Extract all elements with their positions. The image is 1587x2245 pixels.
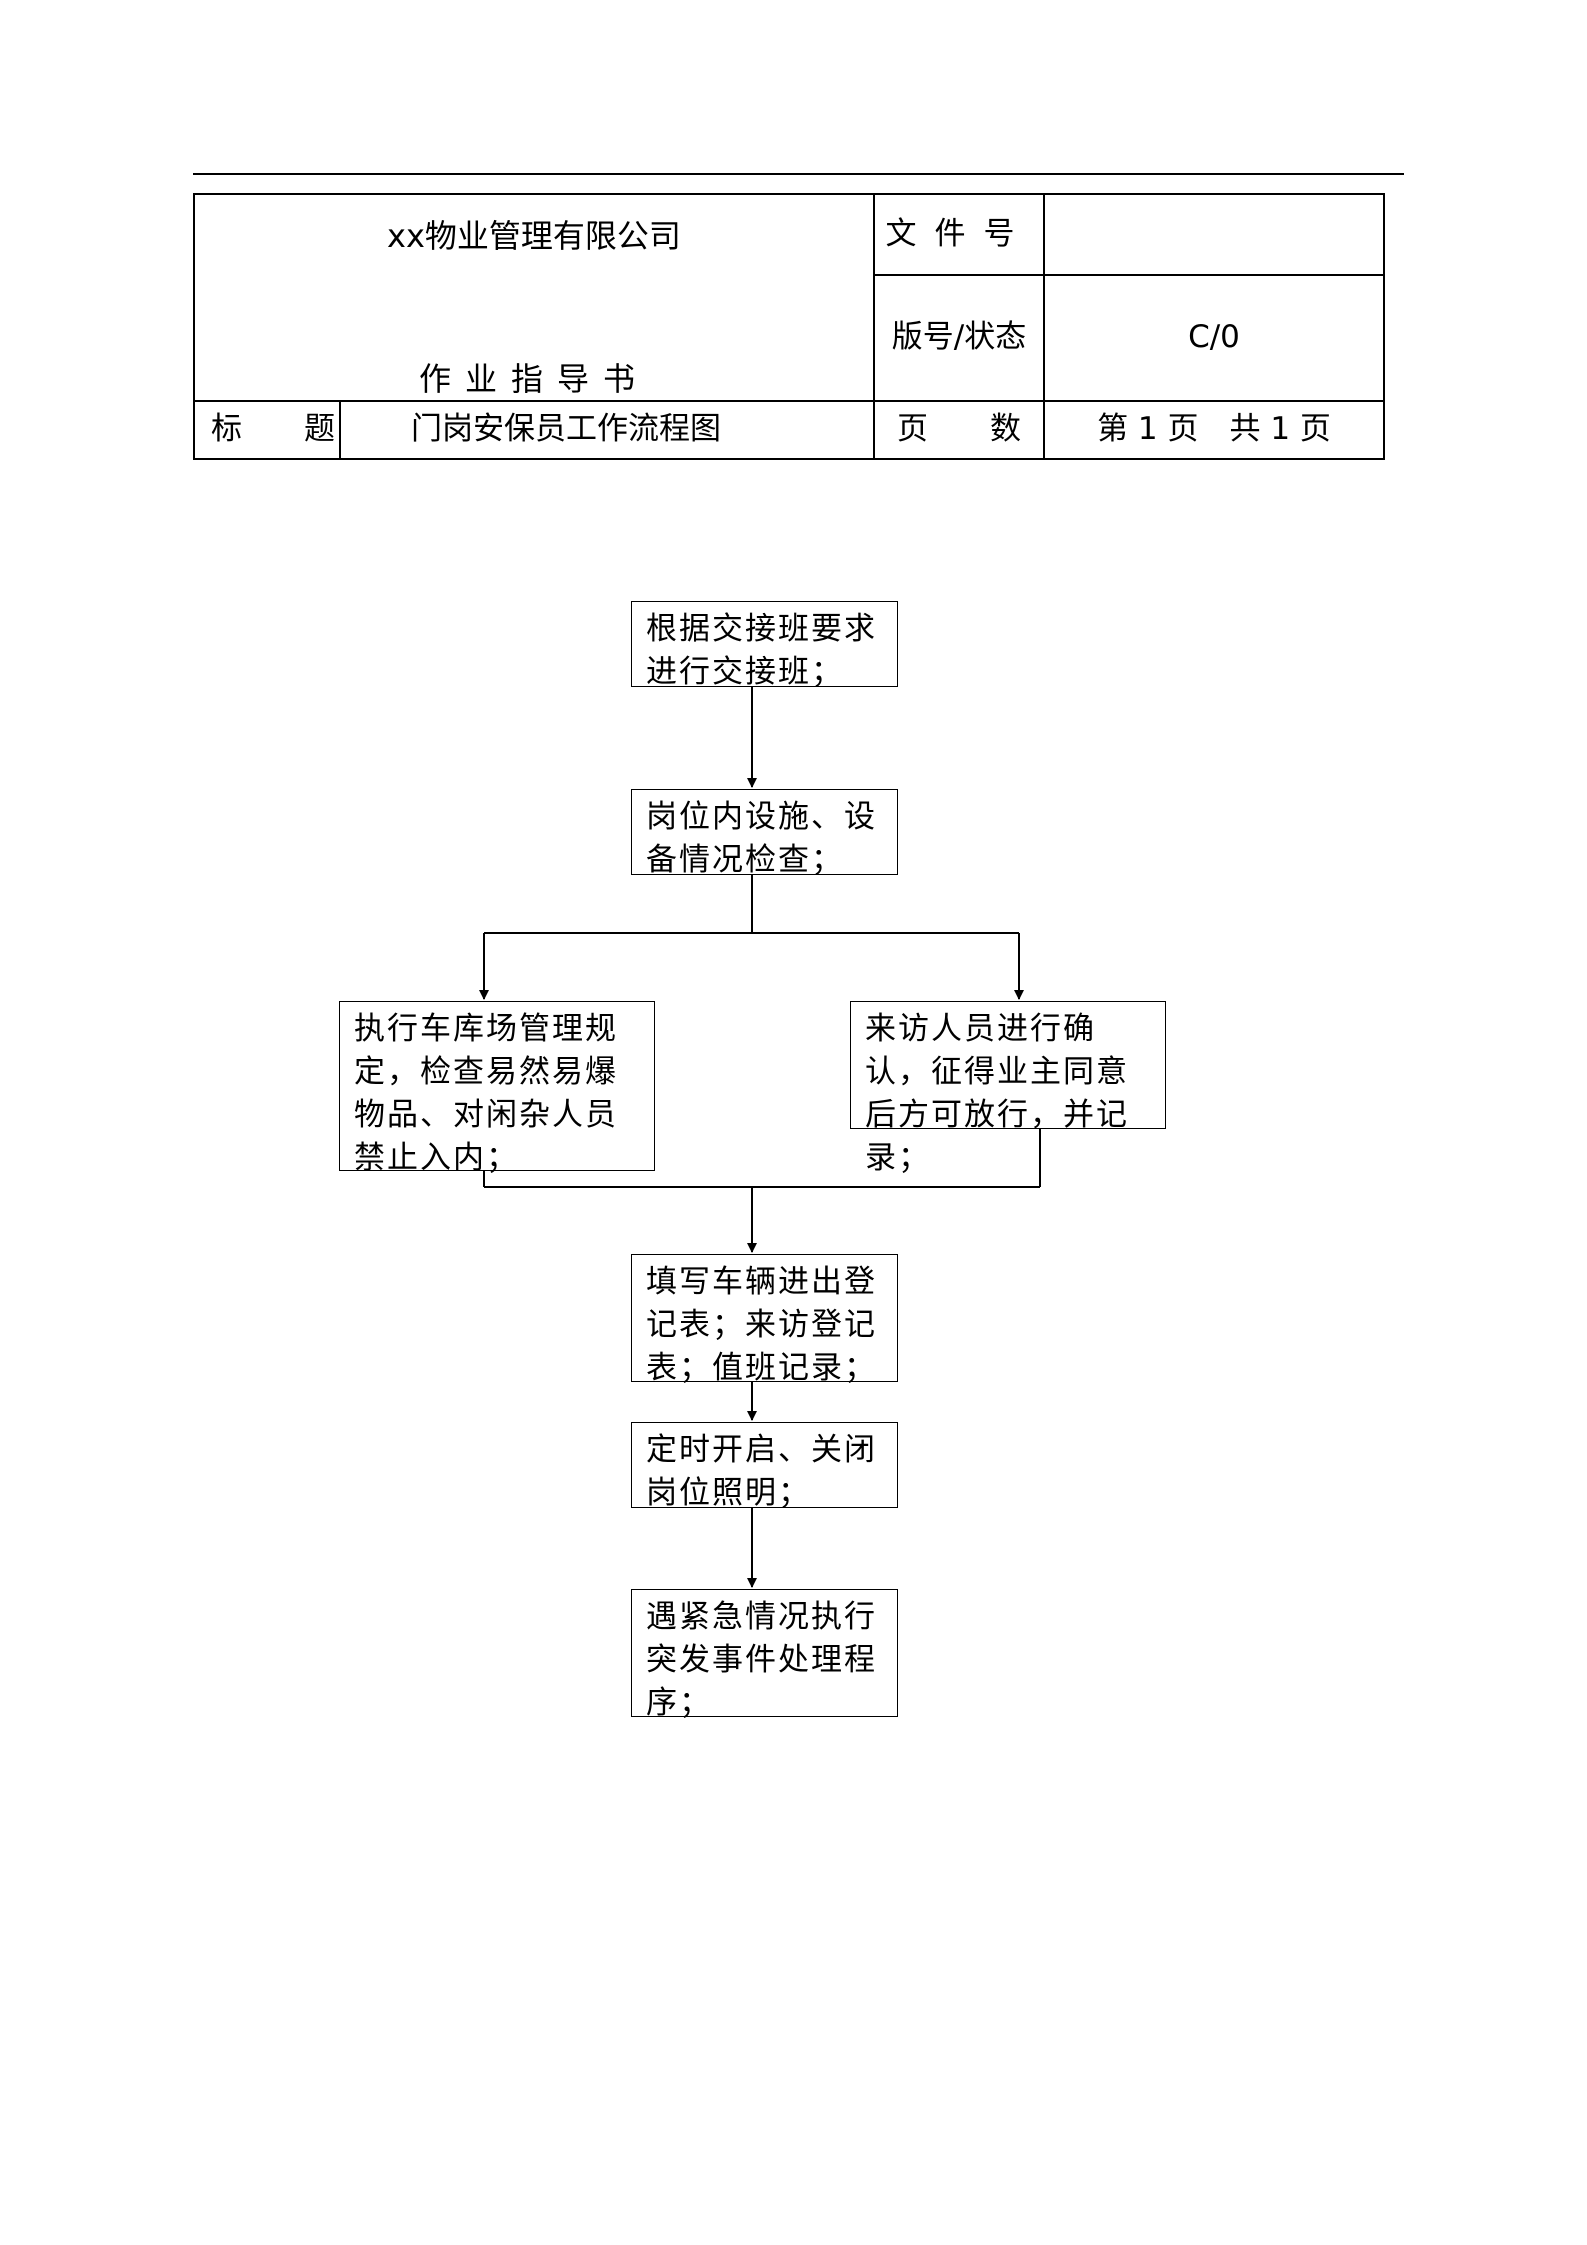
file-number-value <box>1043 193 1385 276</box>
title-value: 门岗安保员工作流程图 <box>339 400 875 460</box>
company-cell: xx物业管理有限公司 作业指导书 <box>193 193 875 402</box>
flow-step-handover: 根据交接班要求进行交接班； <box>631 601 898 690</box>
page-count-value: 第 1 页 共 1 页 <box>1043 400 1385 460</box>
flow-step-visitor-confirm: 来访人员进行确认，征得业主同意后方可放行，并记录； <box>850 1001 1166 1176</box>
top-rule <box>193 173 1404 175</box>
document-type: 作业指导书 <box>418 359 649 398</box>
flow-step-garage-rules: 执行车库场管理规定，检查易然易爆物品、对闲杂人员禁止入内； <box>339 1001 655 1176</box>
file-number-label: 文件号 <box>873 193 1045 276</box>
version-status-label: 版号/状态 <box>873 273 1045 403</box>
company-name: xx物业管理有限公司 <box>387 217 681 255</box>
document-header-table: xx物业管理有限公司 作业指导书 文件号 版号/状态 C/0 标 题 门岗安保员… <box>193 193 1385 460</box>
flow-step-lighting: 定时开启、关闭岗位照明； <box>631 1422 898 1511</box>
flow-step-fill-records: 填写车辆进出登记表；来访登记表；值班记录； <box>631 1254 898 1386</box>
version-status-value: C/0 <box>1043 273 1385 403</box>
flow-step-emergency: 遇紧急情况执行突发事件处理程序； <box>631 1589 898 1721</box>
flow-step-facility-check: 岗位内设施、设备情况检查； <box>631 789 898 878</box>
page-count-label: 页 数 <box>873 400 1045 460</box>
title-label: 标 题 <box>193 400 341 460</box>
